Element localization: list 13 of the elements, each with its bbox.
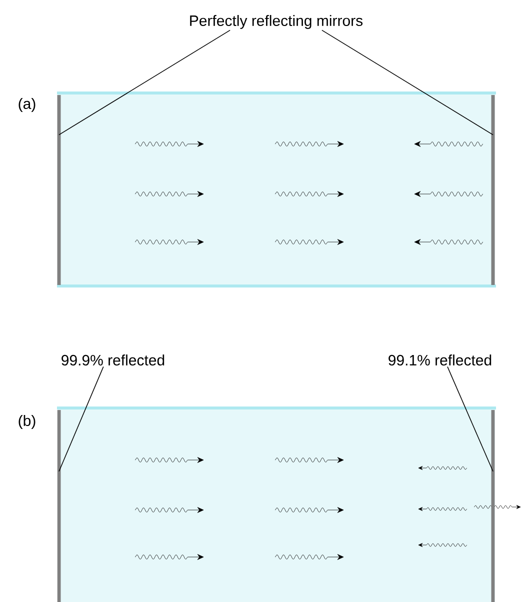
leader-line bbox=[58, 366, 104, 472]
mirror bbox=[57, 410, 61, 602]
leader-line bbox=[447, 366, 494, 472]
mirror bbox=[57, 95, 61, 285]
leader-line bbox=[322, 30, 494, 136]
annotation-text: 99.9% reflected bbox=[62, 354, 164, 366]
annotation-text: 99.1% reflected bbox=[388, 354, 492, 366]
mirror bbox=[491, 95, 495, 285]
annotation-text: Perfectly reflecting mirrors bbox=[190, 15, 363, 29]
mirror bbox=[491, 410, 495, 602]
panel-label: (b) bbox=[18, 415, 36, 429]
leader-line bbox=[58, 30, 230, 136]
panel-label: (a) bbox=[18, 98, 36, 112]
